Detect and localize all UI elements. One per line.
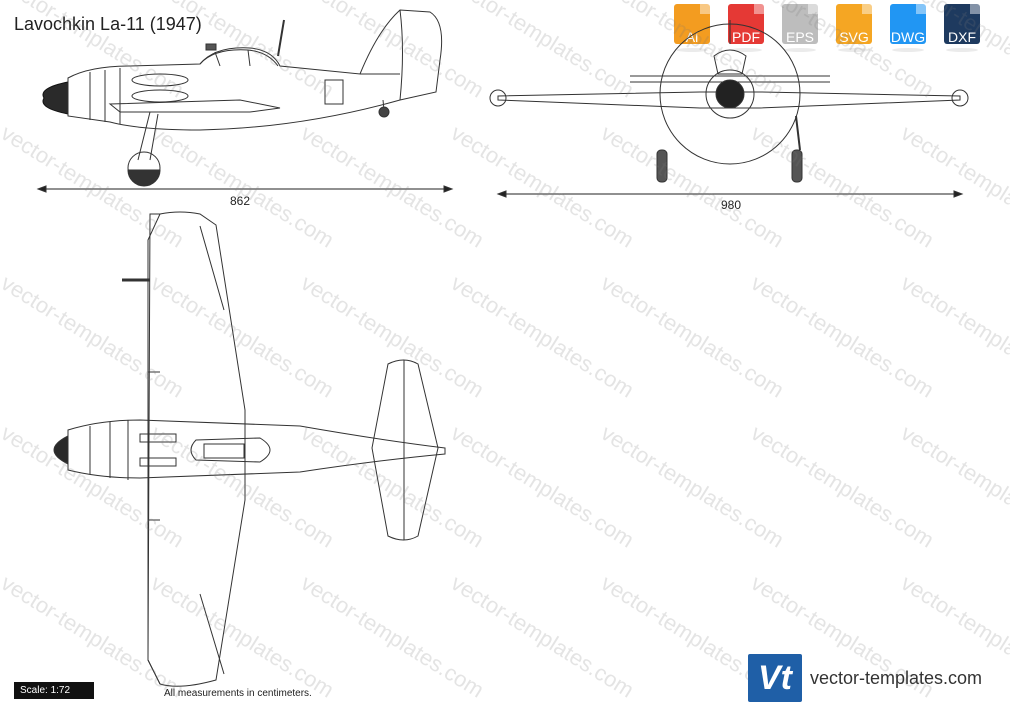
file-icon — [944, 4, 980, 44]
download-eps-button[interactable]: EPS — [778, 4, 822, 52]
download-dxf-button[interactable]: DXF — [940, 4, 984, 52]
file-icon — [890, 4, 926, 44]
top-wing — [147, 211, 246, 687]
spinner-top — [53, 435, 69, 465]
file-icon — [782, 4, 818, 44]
file-icon — [674, 4, 710, 44]
brand-logo-icon: Vt — [748, 654, 802, 702]
spinner-front — [715, 79, 745, 109]
measurement-note: All measurements in centimeters. — [164, 688, 312, 699]
left-wheel — [656, 149, 668, 183]
wingspan-dimension — [496, 190, 964, 198]
tailplane — [371, 359, 439, 541]
length-dimension-label: 862 — [230, 194, 251, 208]
wingspan-dimension-label: 980 — [721, 198, 742, 212]
format-label: PDF — [732, 29, 760, 45]
front-view — [489, 20, 969, 183]
top-fuselage — [67, 419, 446, 479]
fin-rudder-line — [399, 9, 403, 101]
brand-url: vector-templates.com — [810, 667, 983, 688]
top-view — [53, 211, 446, 687]
download-pdf-button[interactable]: PDF — [724, 4, 768, 52]
engine-cowl — [705, 69, 755, 119]
brand-link[interactable]: Vt vector-templates.com — [748, 654, 982, 702]
download-svg-button[interactable]: SVG — [832, 4, 876, 52]
page-title: Lavochkin La-11 (1947) — [14, 14, 202, 34]
side-view — [42, 9, 443, 187]
cowling-lines — [89, 68, 121, 124]
format-download-bar: Ai PDF EPS SVG DWG DXF — [670, 4, 984, 52]
right-wheel — [791, 149, 803, 183]
scale-badge: Scale: 1:72 — [14, 682, 94, 699]
length-dimension — [36, 185, 454, 193]
format-label: SVG — [839, 29, 869, 45]
front-canopy — [713, 49, 747, 75]
file-icon — [836, 4, 872, 44]
download-ai-button[interactable]: Ai — [670, 4, 714, 52]
format-label: DWG — [890, 29, 926, 45]
top-canopy — [190, 437, 271, 463]
format-label: DXF — [948, 29, 976, 45]
download-dwg-button[interactable]: DWG — [886, 4, 930, 52]
spinner — [42, 81, 69, 115]
tail-wheel — [378, 106, 390, 118]
side-wing — [108, 99, 281, 113]
format-label: EPS — [785, 29, 814, 45]
